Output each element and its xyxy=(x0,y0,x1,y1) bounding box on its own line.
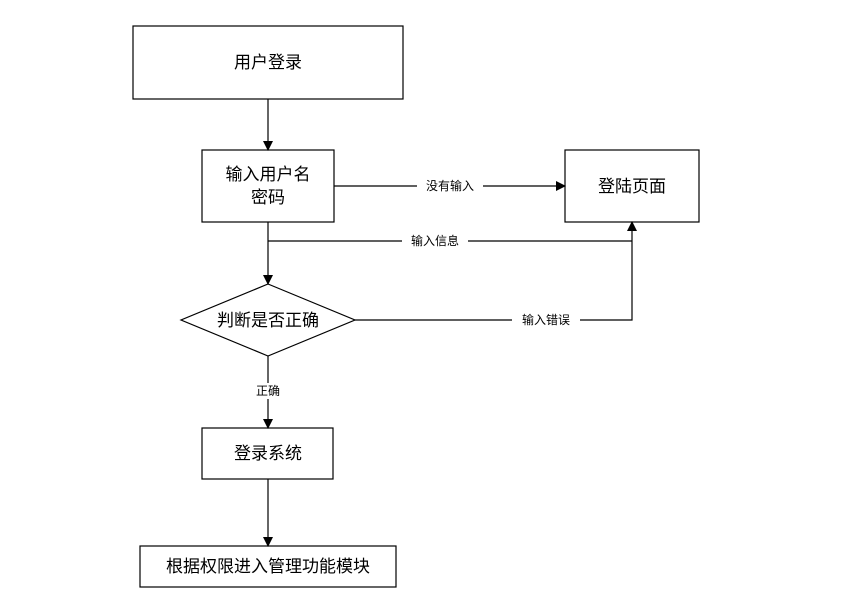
node-input-label-line2: 密码 xyxy=(251,188,285,208)
node-login-system: 登录系统 xyxy=(201,427,334,480)
node-login-system-label: 登录系统 xyxy=(234,444,302,464)
edge-label-input-error: 输入错误 xyxy=(522,312,570,327)
edge-label-input-info: 输入信息 xyxy=(411,233,459,248)
edge-label-bg xyxy=(512,312,580,328)
node-user-login-label: 用户登录 xyxy=(234,53,302,73)
node-login-page-label: 登陆页面 xyxy=(598,177,666,197)
node-modules-label: 根据权限进入管理功能模块 xyxy=(166,557,370,577)
node-user-login: 用户登录 xyxy=(132,25,404,100)
edge-label-correct: 正确 xyxy=(256,384,280,398)
edge-label-no-input: 没有输入 xyxy=(426,178,474,193)
node-login-page: 登陆页面 xyxy=(564,149,700,223)
edge-check-to-login-page xyxy=(355,221,637,321)
node-input-label-line1: 输入用户名 xyxy=(226,165,311,185)
node-check-label: 判断是否正确 xyxy=(217,311,319,331)
node-modules: 根据权限进入管理功能模块 xyxy=(139,545,397,588)
node-check-decision: 判断是否正确 xyxy=(179,283,357,357)
node-input-credentials: 输入用户名 密码 xyxy=(201,149,335,223)
edge-label-bg xyxy=(402,233,468,249)
edge-label-bg xyxy=(417,178,483,194)
edge-label-bg xyxy=(250,383,286,399)
